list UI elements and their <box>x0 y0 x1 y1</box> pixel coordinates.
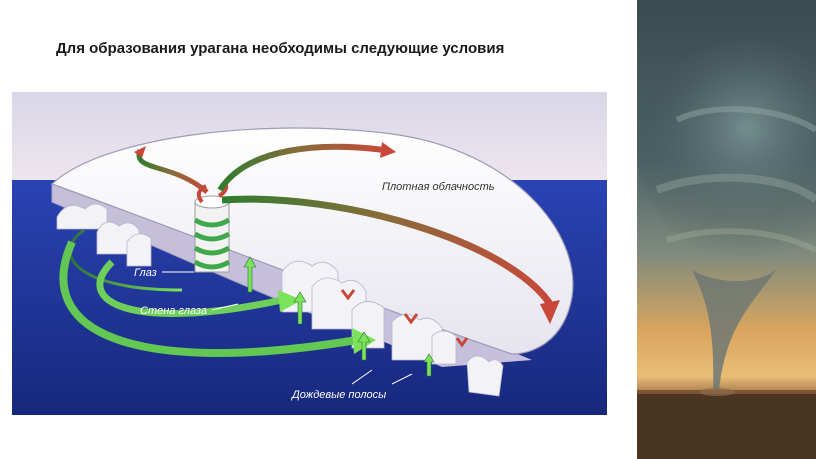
eye-wall-label: Стена глаза <box>140 305 207 317</box>
dense-clouds-label: Плотная облачность <box>382 181 495 193</box>
slide-title: Для образования урагана необходимы следу… <box>56 40 505 57</box>
hurricane-diagram: Плотная облачность Глаз Стена глаза Дожд… <box>12 92 607 415</box>
eye-label: Глаз <box>134 267 157 279</box>
tornado-photo <box>637 0 816 459</box>
rain-bands-label: Дождевые полосы <box>290 389 386 401</box>
